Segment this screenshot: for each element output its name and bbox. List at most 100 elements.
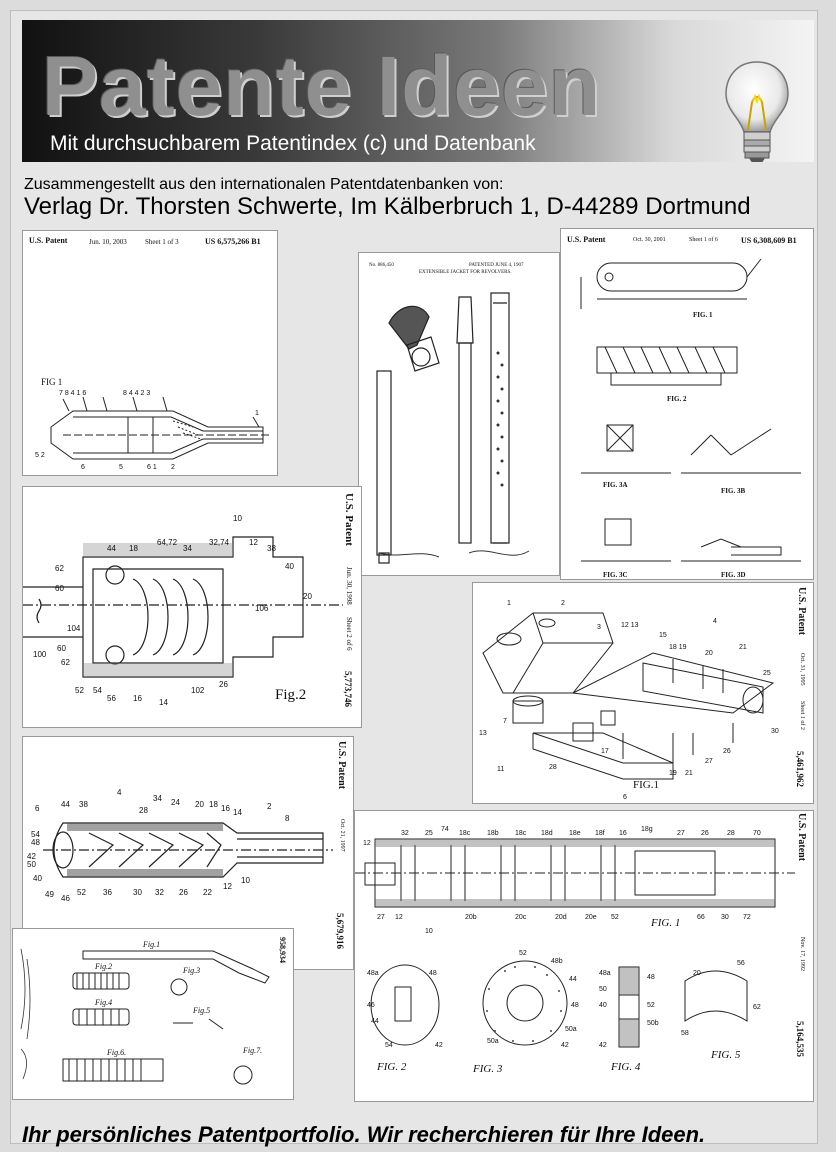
svg-text:18 19: 18 19 [669, 644, 687, 651]
svg-text:22: 22 [203, 888, 212, 897]
svg-text:62: 62 [61, 658, 70, 667]
svg-text:48: 48 [429, 970, 437, 977]
svg-text:42: 42 [599, 1042, 607, 1049]
svg-text:5 2: 5 2 [35, 452, 45, 459]
svg-text:72: 72 [743, 914, 751, 921]
svg-text:52: 52 [611, 914, 619, 921]
svg-text:20e: 20e [585, 914, 597, 921]
svg-text:11: 11 [497, 766, 504, 773]
svg-text:26: 26 [723, 748, 731, 755]
svg-text:62: 62 [753, 1004, 761, 1011]
svg-text:36: 36 [103, 888, 112, 897]
svg-text:20: 20 [195, 800, 204, 809]
svg-text:5: 5 [119, 464, 123, 471]
svg-text:60: 60 [55, 584, 64, 593]
svg-text:32: 32 [155, 888, 164, 897]
svg-text:106: 106 [255, 604, 269, 613]
svg-text:50: 50 [27, 860, 36, 869]
svg-text:50b: 50b [647, 1020, 659, 1027]
svg-text:58: 58 [681, 1030, 689, 1037]
svg-text:28: 28 [549, 764, 557, 771]
svg-text:6: 6 [623, 794, 627, 801]
patent-drawing-7: 958,934 Fig.1Fig.2Fig.3 Fig.4Fig.5Fig.6.… [12, 928, 294, 1100]
patent-drawing-1: U.S. Patent Jun. 10, 2003 Sheet 1 of 3 U… [22, 230, 278, 476]
svg-text:30: 30 [133, 888, 142, 897]
svg-text:Fig.7.: Fig.7. [242, 1046, 262, 1055]
banner-subtitle: Mit durchsuchbarem Patentindex (c) und D… [50, 132, 536, 156]
patent-drawing-5: U.S. Patent Oct. 31, 1995 Sheet 1 of 2 5… [472, 582, 814, 804]
svg-text:100: 100 [33, 650, 47, 659]
svg-text:44: 44 [107, 544, 116, 553]
svg-text:Fig.4: Fig.4 [94, 998, 112, 1007]
svg-text:32: 32 [401, 830, 409, 837]
svg-text:50a: 50a [487, 1038, 499, 1045]
technical-drawing: Fig.1Fig.2Fig.3 Fig.4Fig.5Fig.6.Fig.7. [13, 929, 293, 1099]
svg-text:3: 3 [597, 624, 601, 631]
svg-text:54: 54 [93, 686, 102, 695]
svg-text:20: 20 [705, 650, 713, 657]
svg-text:32,74: 32,74 [209, 538, 230, 547]
svg-text:46: 46 [61, 894, 70, 903]
svg-text:17: 17 [601, 748, 609, 755]
svg-text:20c: 20c [515, 914, 527, 921]
svg-text:15: 15 [659, 632, 667, 639]
svg-text:44: 44 [61, 800, 70, 809]
svg-text:52: 52 [77, 888, 86, 897]
svg-text:14: 14 [233, 808, 242, 817]
svg-text:18g: 18g [641, 826, 653, 833]
svg-text:34: 34 [183, 544, 192, 553]
svg-text:44: 44 [371, 1018, 379, 1025]
svg-text:28: 28 [727, 830, 735, 837]
svg-text:104: 104 [67, 624, 81, 633]
svg-text:Fig.2: Fig.2 [94, 962, 112, 971]
svg-text:42: 42 [435, 1042, 443, 1049]
svg-text:48: 48 [571, 1002, 579, 1009]
svg-text:Fig.1: Fig.1 [142, 940, 160, 949]
svg-text:1: 1 [255, 410, 259, 417]
technical-drawing [561, 229, 813, 579]
svg-text:52: 52 [647, 1002, 655, 1009]
technical-drawing: 12312 13 1518 192021 254713 11281719 212… [473, 583, 813, 803]
svg-text:28: 28 [139, 806, 148, 815]
svg-text:48b: 48b [551, 958, 563, 965]
svg-text:40: 40 [33, 874, 42, 883]
svg-text:25: 25 [425, 830, 433, 837]
svg-text:64,72: 64,72 [157, 538, 178, 547]
svg-text:50: 50 [599, 986, 607, 993]
svg-text:16: 16 [619, 830, 627, 837]
svg-text:20b: 20b [465, 914, 477, 921]
tagline: Ihr persönliches Patentportfolio. Wir re… [22, 1122, 705, 1148]
svg-text:20: 20 [303, 592, 312, 601]
svg-text:18e: 18e [569, 830, 581, 837]
svg-text:26: 26 [179, 888, 188, 897]
svg-text:48: 48 [647, 974, 655, 981]
svg-text:60: 60 [57, 644, 66, 653]
svg-text:27: 27 [705, 758, 713, 765]
svg-text:7: 7 [503, 718, 507, 725]
svg-text:18c: 18c [459, 830, 471, 837]
svg-text:40: 40 [285, 562, 294, 571]
svg-text:102: 102 [191, 686, 205, 695]
svg-text:42: 42 [561, 1042, 569, 1049]
svg-text:7 8 4 1 6: 7 8 4 1 6 [59, 390, 86, 397]
svg-text:49: 49 [45, 890, 54, 899]
svg-text:1: 1 [507, 600, 511, 607]
svg-text:21: 21 [739, 644, 747, 651]
svg-text:24: 24 [171, 798, 180, 807]
svg-text:2: 2 [171, 464, 175, 471]
patent-drawing-3: U.S. Patent Oct. 30, 2001 Sheet 1 of 6 U… [560, 228, 814, 580]
svg-text:18c: 18c [515, 830, 527, 837]
svg-text:52: 52 [75, 686, 84, 695]
svg-text:52: 52 [519, 950, 527, 957]
svg-text:6: 6 [81, 464, 85, 471]
svg-text:12: 12 [223, 882, 232, 891]
svg-text:20d: 20d [555, 914, 567, 921]
lightbulb-icon [722, 58, 792, 162]
svg-text:8: 8 [285, 814, 290, 823]
svg-text:56: 56 [737, 960, 745, 967]
svg-text:18f: 18f [595, 830, 605, 837]
svg-text:6 1: 6 1 [147, 464, 157, 471]
svg-text:48a: 48a [599, 970, 611, 977]
svg-text:26: 26 [219, 680, 228, 689]
